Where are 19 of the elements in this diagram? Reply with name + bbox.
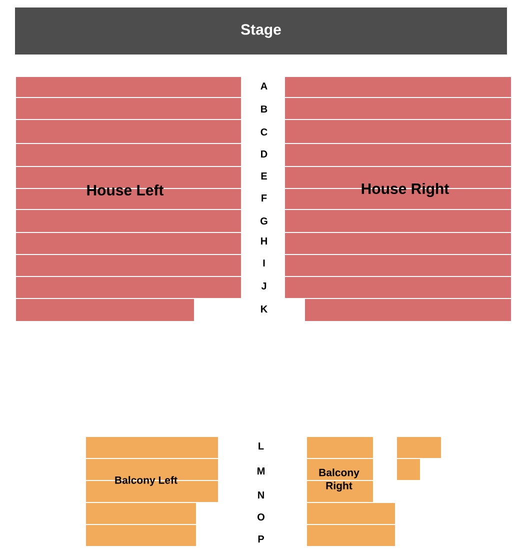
- row-letter: E: [261, 172, 267, 180]
- row-letter: P: [258, 536, 264, 542]
- row-letter: H: [261, 238, 267, 244]
- row-letter: D: [261, 150, 268, 158]
- row-letter: C: [260, 128, 268, 136]
- row-letter: A: [260, 82, 268, 90]
- row-letter: N: [258, 492, 264, 498]
- row-letter: G: [260, 217, 268, 225]
- stage: Stage: [15, 8, 507, 54]
- row-letter: J: [261, 282, 266, 290]
- node-label: Balcony Right: [319, 468, 360, 492]
- row-letter: F: [262, 194, 267, 202]
- row-letter: K: [261, 306, 268, 312]
- row-letter: O: [258, 513, 264, 521]
- row-letter: M: [258, 468, 264, 474]
- row-letter: L: [258, 442, 264, 450]
- seating-section: Balcony Right: [307, 437, 441, 546]
- row-letter: I: [263, 260, 265, 266]
- row-letter: B: [261, 106, 268, 112]
